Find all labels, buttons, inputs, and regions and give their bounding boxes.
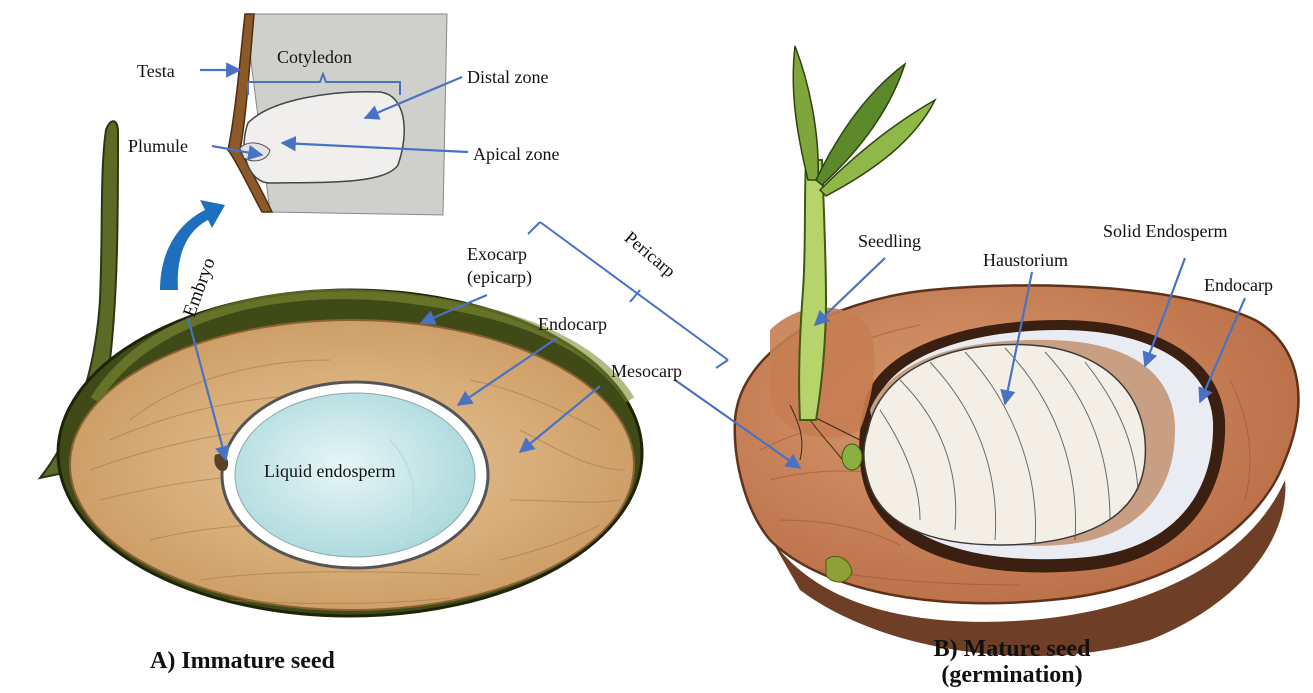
label-testa: Testa	[137, 62, 175, 80]
caption-b-line2: (germination)	[882, 662, 1142, 688]
green-bud	[842, 444, 862, 470]
caption-b-line1: B) Mature seed	[882, 636, 1142, 662]
label-solid-endosperm: Solid Endosperm	[1103, 222, 1228, 240]
embryo-inset	[228, 14, 447, 215]
label-plumule: Plumule	[128, 137, 188, 155]
haustorium	[864, 344, 1146, 545]
label-apical-zone: Apical zone	[473, 145, 559, 163]
label-cotyledon: Cotyledon	[277, 48, 352, 66]
caption-b: B) Mature seed (germination)	[882, 636, 1142, 689]
seedling-leaf-1	[793, 46, 818, 180]
label-exocarp-alt: (epicarp)	[467, 268, 532, 286]
caption-a: A) Immature seed	[150, 648, 335, 674]
label-exocarp: Exocarp	[467, 245, 527, 263]
label-seedling: Seedling	[858, 232, 921, 250]
label-mesocarp: Mesocarp	[611, 362, 682, 380]
seedling-stem	[799, 160, 826, 420]
label-haustorium: Haustorium	[983, 251, 1068, 269]
label-liquid-endosperm: Liquid endosperm	[264, 462, 395, 480]
label-distal-zone: Distal zone	[467, 68, 548, 86]
label-endocarp-a: Endocarp	[538, 315, 607, 333]
label-endocarp-b: Endocarp	[1204, 276, 1273, 294]
